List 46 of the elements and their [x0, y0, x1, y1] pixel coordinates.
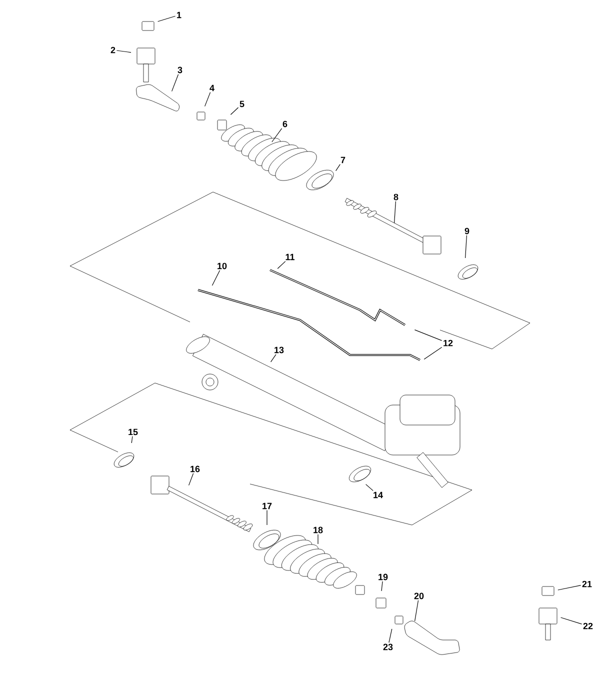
callout-number: 18	[314, 526, 323, 534]
callout-number: 20	[414, 592, 424, 600]
leader-line	[424, 346, 442, 360]
leader-line	[172, 74, 179, 92]
leader-line	[558, 584, 582, 590]
leader-line	[394, 201, 396, 224]
callout-number: 3	[178, 66, 182, 74]
leader-line	[131, 436, 133, 444]
leader-line	[336, 164, 340, 172]
leader-line	[277, 261, 286, 269]
callout-number: 4	[210, 84, 214, 92]
leader-line	[230, 107, 239, 115]
callout-number: 2	[110, 46, 116, 54]
leader-line	[270, 354, 276, 362]
callout-number: 19	[378, 574, 388, 580]
callout-number: 12	[444, 340, 453, 346]
leader-line	[388, 628, 392, 643]
callout-number: 17	[262, 502, 272, 510]
callout-number: 11	[286, 254, 294, 260]
leader-line	[266, 510, 268, 526]
callout-number: 10	[218, 262, 227, 270]
leader-line	[212, 270, 220, 286]
callout-number: 8	[394, 194, 398, 200]
leader-line	[414, 600, 419, 622]
leader-line	[366, 484, 374, 491]
callout-number: 7	[340, 156, 346, 164]
callout-number: 13	[274, 346, 284, 354]
callout-number: 9	[464, 228, 470, 234]
leader-line	[188, 473, 194, 486]
callout-number: 16	[190, 466, 200, 472]
callout-number: 1	[177, 12, 182, 18]
leader-line	[414, 330, 442, 341]
callout-number: 15	[128, 428, 138, 436]
callout-number: 5	[240, 100, 244, 108]
leader-line	[560, 617, 582, 624]
leader-line	[116, 50, 132, 53]
leader-line	[272, 128, 282, 142]
leader-line	[465, 235, 468, 258]
callout-number: 23	[383, 644, 393, 650]
callout-number: 21	[582, 580, 592, 588]
callout-number: 6	[282, 120, 288, 128]
leader-line	[204, 92, 211, 107]
callout-number: 22	[583, 622, 593, 630]
callout-number: 14	[374, 492, 383, 498]
leader-line	[158, 16, 176, 22]
leader-line	[381, 581, 383, 592]
